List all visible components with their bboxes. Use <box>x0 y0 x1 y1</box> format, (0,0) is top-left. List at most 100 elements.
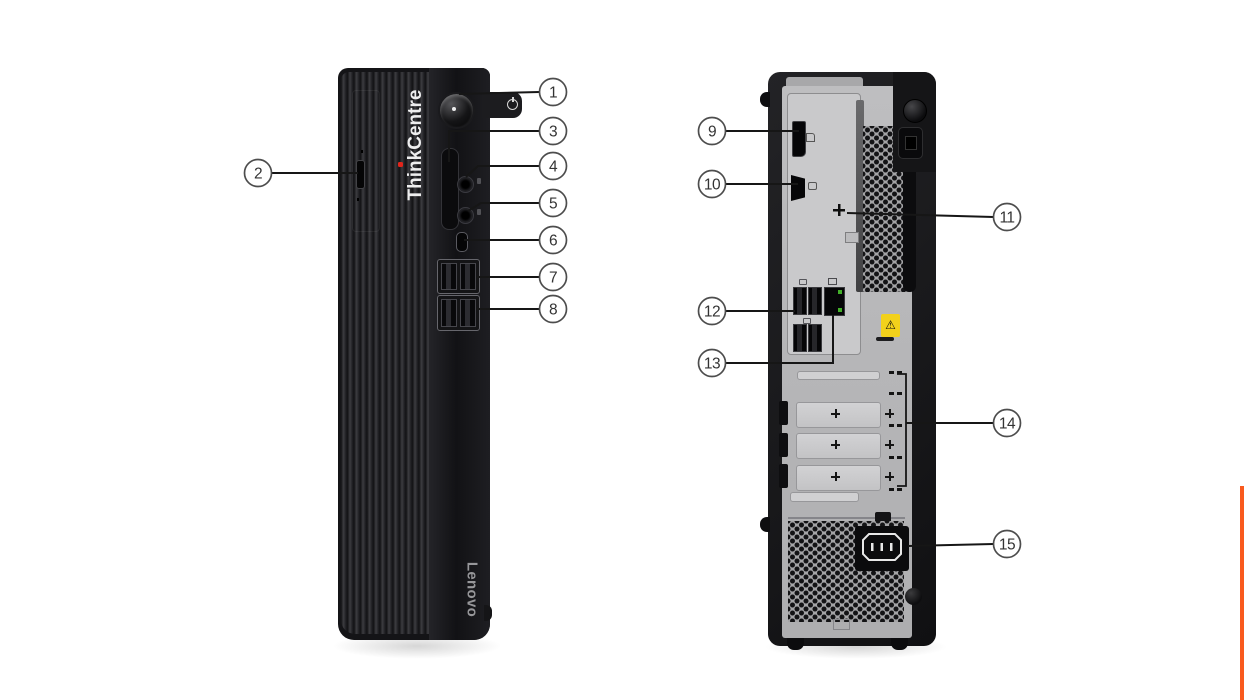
front-fins <box>341 72 429 634</box>
svg-text:9: 9 <box>708 124 716 141</box>
rear-foot <box>787 638 804 650</box>
usb-icon <box>803 318 811 324</box>
svg-text:2: 2 <box>254 166 262 183</box>
callout-9: 9 <box>697 116 799 146</box>
svg-text:7: 7 <box>549 270 557 287</box>
hdmi-icon <box>808 182 817 190</box>
ethernet-led <box>838 308 842 312</box>
svg-text:11: 11 <box>999 210 1014 227</box>
thumbscrew <box>903 99 927 123</box>
svg-text:6: 6 <box>549 233 557 250</box>
rear-foot <box>891 638 908 650</box>
audio-jack-bottom <box>457 207 474 224</box>
power-symbol-tick <box>511 97 514 102</box>
callout-8: 8 <box>477 294 568 324</box>
hdmi-port <box>791 175 805 201</box>
io-recess-column <box>856 100 864 292</box>
svg-text:8: 8 <box>549 302 557 319</box>
power-connector <box>855 526 909 571</box>
front-bay-slot <box>356 160 365 189</box>
front-bezel <box>429 68 490 640</box>
callout-4: 4 <box>465 151 568 181</box>
warning-icon: ⚠ <box>885 318 896 332</box>
slot-screw-plus <box>830 408 841 419</box>
slot-dash-marks <box>889 371 903 374</box>
usb-a-port-rear <box>793 287 807 315</box>
vent-dash <box>876 337 894 341</box>
usb-a-port <box>460 299 476 327</box>
optional-port-plus <box>833 204 845 216</box>
rear-left-nub-bottom <box>760 517 770 532</box>
power-symbol-icon <box>507 97 518 110</box>
usb-a-port-rear <box>793 324 807 352</box>
callout-7: 7 <box>477 262 568 292</box>
headset-icon <box>477 178 481 184</box>
svg-text:12: 12 <box>704 304 720 321</box>
rear-left-nub-top <box>760 92 770 107</box>
slot-screw-plus <box>830 471 841 482</box>
usb-a-group-bottom <box>437 295 480 331</box>
slot-screw-plus <box>884 408 895 419</box>
c14-inlet-outline <box>862 533 902 561</box>
knockout-mark <box>845 232 859 243</box>
audio-jack-top <box>457 176 474 193</box>
svg-text:5: 5 <box>549 196 557 213</box>
svg-text:14: 14 <box>999 416 1016 433</box>
svg-text:13: 13 <box>704 356 720 373</box>
network-icon <box>828 278 837 285</box>
usb-a-port <box>441 263 457 290</box>
callout-1: 1 <box>458 77 568 107</box>
svg-text:10: 10 <box>704 177 721 194</box>
callout-6: 6 <box>464 225 568 255</box>
warning-label: ⚠ <box>881 314 900 337</box>
psu-knockout <box>833 619 850 630</box>
callout-11: 11 <box>846 202 1022 232</box>
svg-text:3: 3 <box>549 124 557 141</box>
callout-14: 14 <box>897 373 1022 487</box>
usb-a-port <box>460 263 476 290</box>
security-lock-slot <box>898 127 923 159</box>
slot-dash-marks <box>889 424 903 427</box>
usb-a-port-rear <box>808 324 822 352</box>
slot-retention-tab <box>779 433 788 457</box>
svg-text:15: 15 <box>999 537 1015 554</box>
callout-13: 13 <box>697 315 834 378</box>
microphone-icon <box>477 209 481 215</box>
slot-dash-marks <box>889 456 903 459</box>
usb-a-port <box>441 299 457 327</box>
callout-10: 10 <box>697 169 798 199</box>
callout-3: 3 <box>448 116 568 162</box>
rear-screw-bottom <box>905 588 922 605</box>
front-bay-outline <box>352 90 380 232</box>
psu-divider <box>788 517 905 519</box>
cover-latch <box>903 160 916 292</box>
slot-thin-bar <box>790 492 859 502</box>
usb-icon <box>799 279 807 285</box>
psu-tab <box>875 512 891 523</box>
usb-a-port-rear <box>808 287 822 315</box>
ethernet-led <box>838 290 842 294</box>
power-button <box>440 94 473 127</box>
security-lock-hole <box>905 136 917 150</box>
slot-retention-tab <box>779 401 788 425</box>
callout-5: 5 <box>467 188 568 218</box>
front-bay-pinhole-bottom <box>357 198 359 201</box>
page-edge-strip <box>1240 486 1244 700</box>
slot-screw-plus <box>884 439 895 450</box>
callout-2: 2 <box>243 158 358 188</box>
slot-dash-marks <box>889 392 903 395</box>
callout-15: 15 <box>907 529 1022 559</box>
ethernet-port <box>824 287 845 316</box>
displayport-icon <box>806 133 815 142</box>
slot-retention-tab <box>779 464 788 488</box>
usb-c-port <box>456 232 468 252</box>
slot-screw-plus <box>830 439 841 450</box>
front-bottom-nub <box>484 605 492 621</box>
thinkcentre-logo-red-dot <box>398 162 403 167</box>
usb-a-group-top <box>437 259 480 294</box>
svg-text:1: 1 <box>549 85 557 102</box>
slot-thin-bar <box>797 371 880 380</box>
slot-dash-marks <box>889 488 903 491</box>
